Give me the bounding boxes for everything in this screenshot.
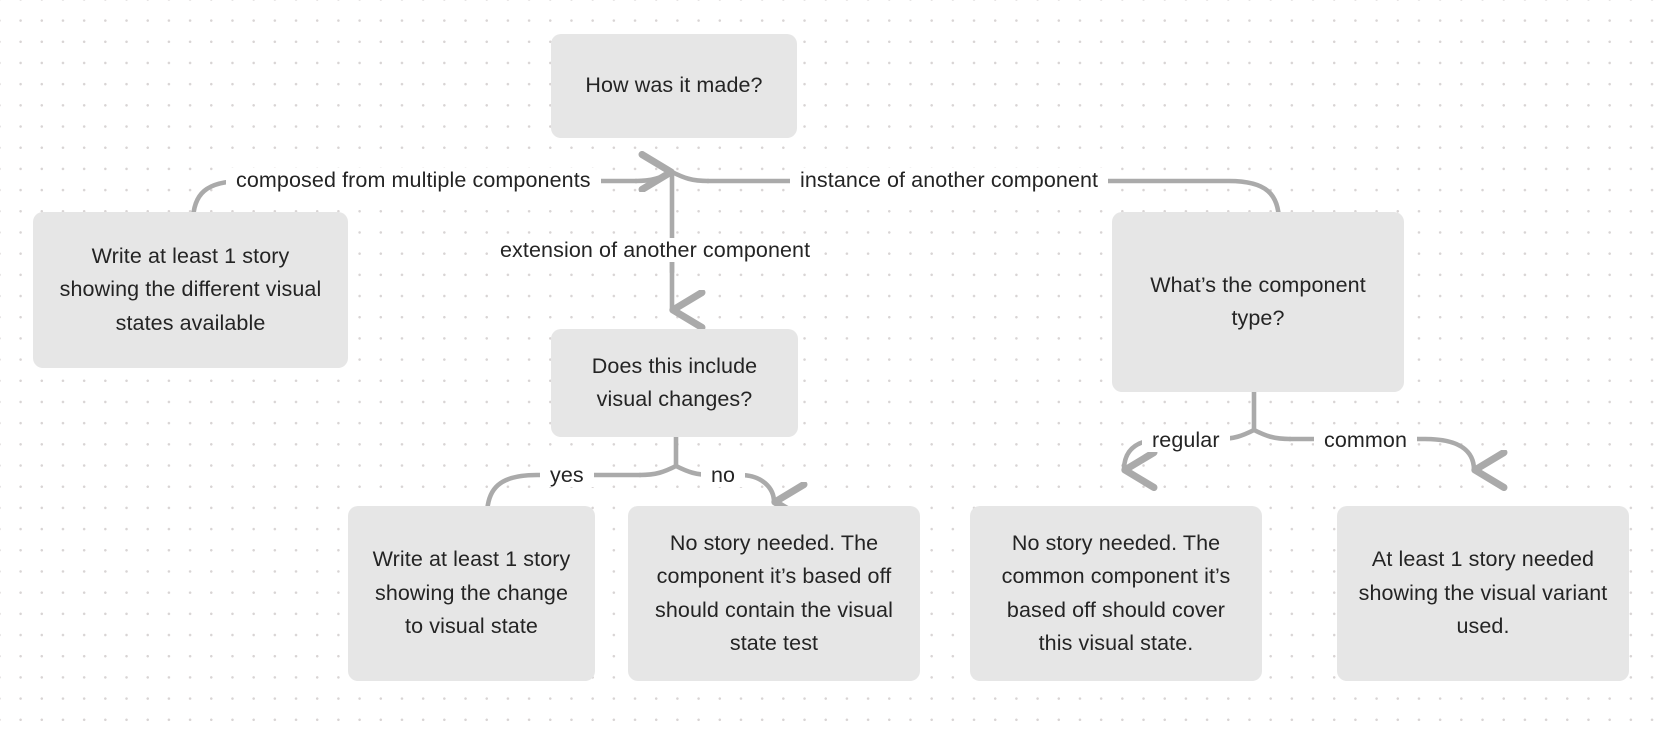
edge-label-common: common (1314, 428, 1418, 452)
edge-split-left (633, 169, 675, 184)
edge-label-extension-text: extension of another component (500, 238, 811, 262)
edge-split-right (669, 169, 711, 184)
edge-label-no-text: no (711, 463, 736, 487)
node-composed-result[interactable]: Write at least 1 story showing the diffe… (33, 212, 348, 368)
edge-label-extension: extension of another component (490, 238, 821, 262)
edge-label-no: no (701, 463, 746, 487)
node-component-type-label: What’s the component type? (1150, 272, 1366, 331)
node-regular-result[interactable]: No story needed. The common component it… (970, 506, 1262, 681)
edge-label-yes: yes (540, 463, 594, 487)
node-no-result-label: No story needed. The component it’s base… (655, 530, 893, 656)
edge-label-composed-text: composed from multiple components (236, 168, 591, 192)
node-visual-changes[interactable]: Does this include visual changes? (551, 329, 798, 437)
node-common-result[interactable]: At least 1 story needed showing the visu… (1337, 506, 1629, 681)
edge-vc-split-left (637, 463, 679, 478)
edge-label-common-text: common (1324, 428, 1408, 452)
edge-label-regular-text: regular (1152, 428, 1220, 452)
edge-label-composed: composed from multiple components (226, 168, 601, 192)
edge-label-yes-text: yes (550, 463, 584, 487)
node-yes-result-label: Write at least 1 story showing the chang… (372, 547, 571, 639)
node-visual-changes-label: Does this include visual changes? (591, 353, 758, 412)
node-component-type[interactable]: What’s the component type? (1112, 212, 1404, 392)
edge-label-instance-text: instance of another component (800, 168, 1099, 192)
edge-label-regular: regular (1142, 428, 1230, 452)
node-root-label: How was it made? (585, 73, 763, 98)
node-root[interactable]: How was it made? (551, 34, 797, 138)
edge-label-instance: instance of another component (790, 168, 1109, 192)
node-regular-result-label: No story needed. The common component it… (1001, 530, 1231, 656)
node-yes-result[interactable]: Write at least 1 story showing the chang… (348, 506, 595, 681)
node-composed-result-label: Write at least 1 story showing the diffe… (59, 243, 322, 335)
edge-ct-split-right (1251, 427, 1293, 442)
node-common-result-label: At least 1 story needed showing the visu… (1358, 547, 1608, 639)
node-no-result[interactable]: No story needed. The component it’s base… (628, 506, 920, 681)
